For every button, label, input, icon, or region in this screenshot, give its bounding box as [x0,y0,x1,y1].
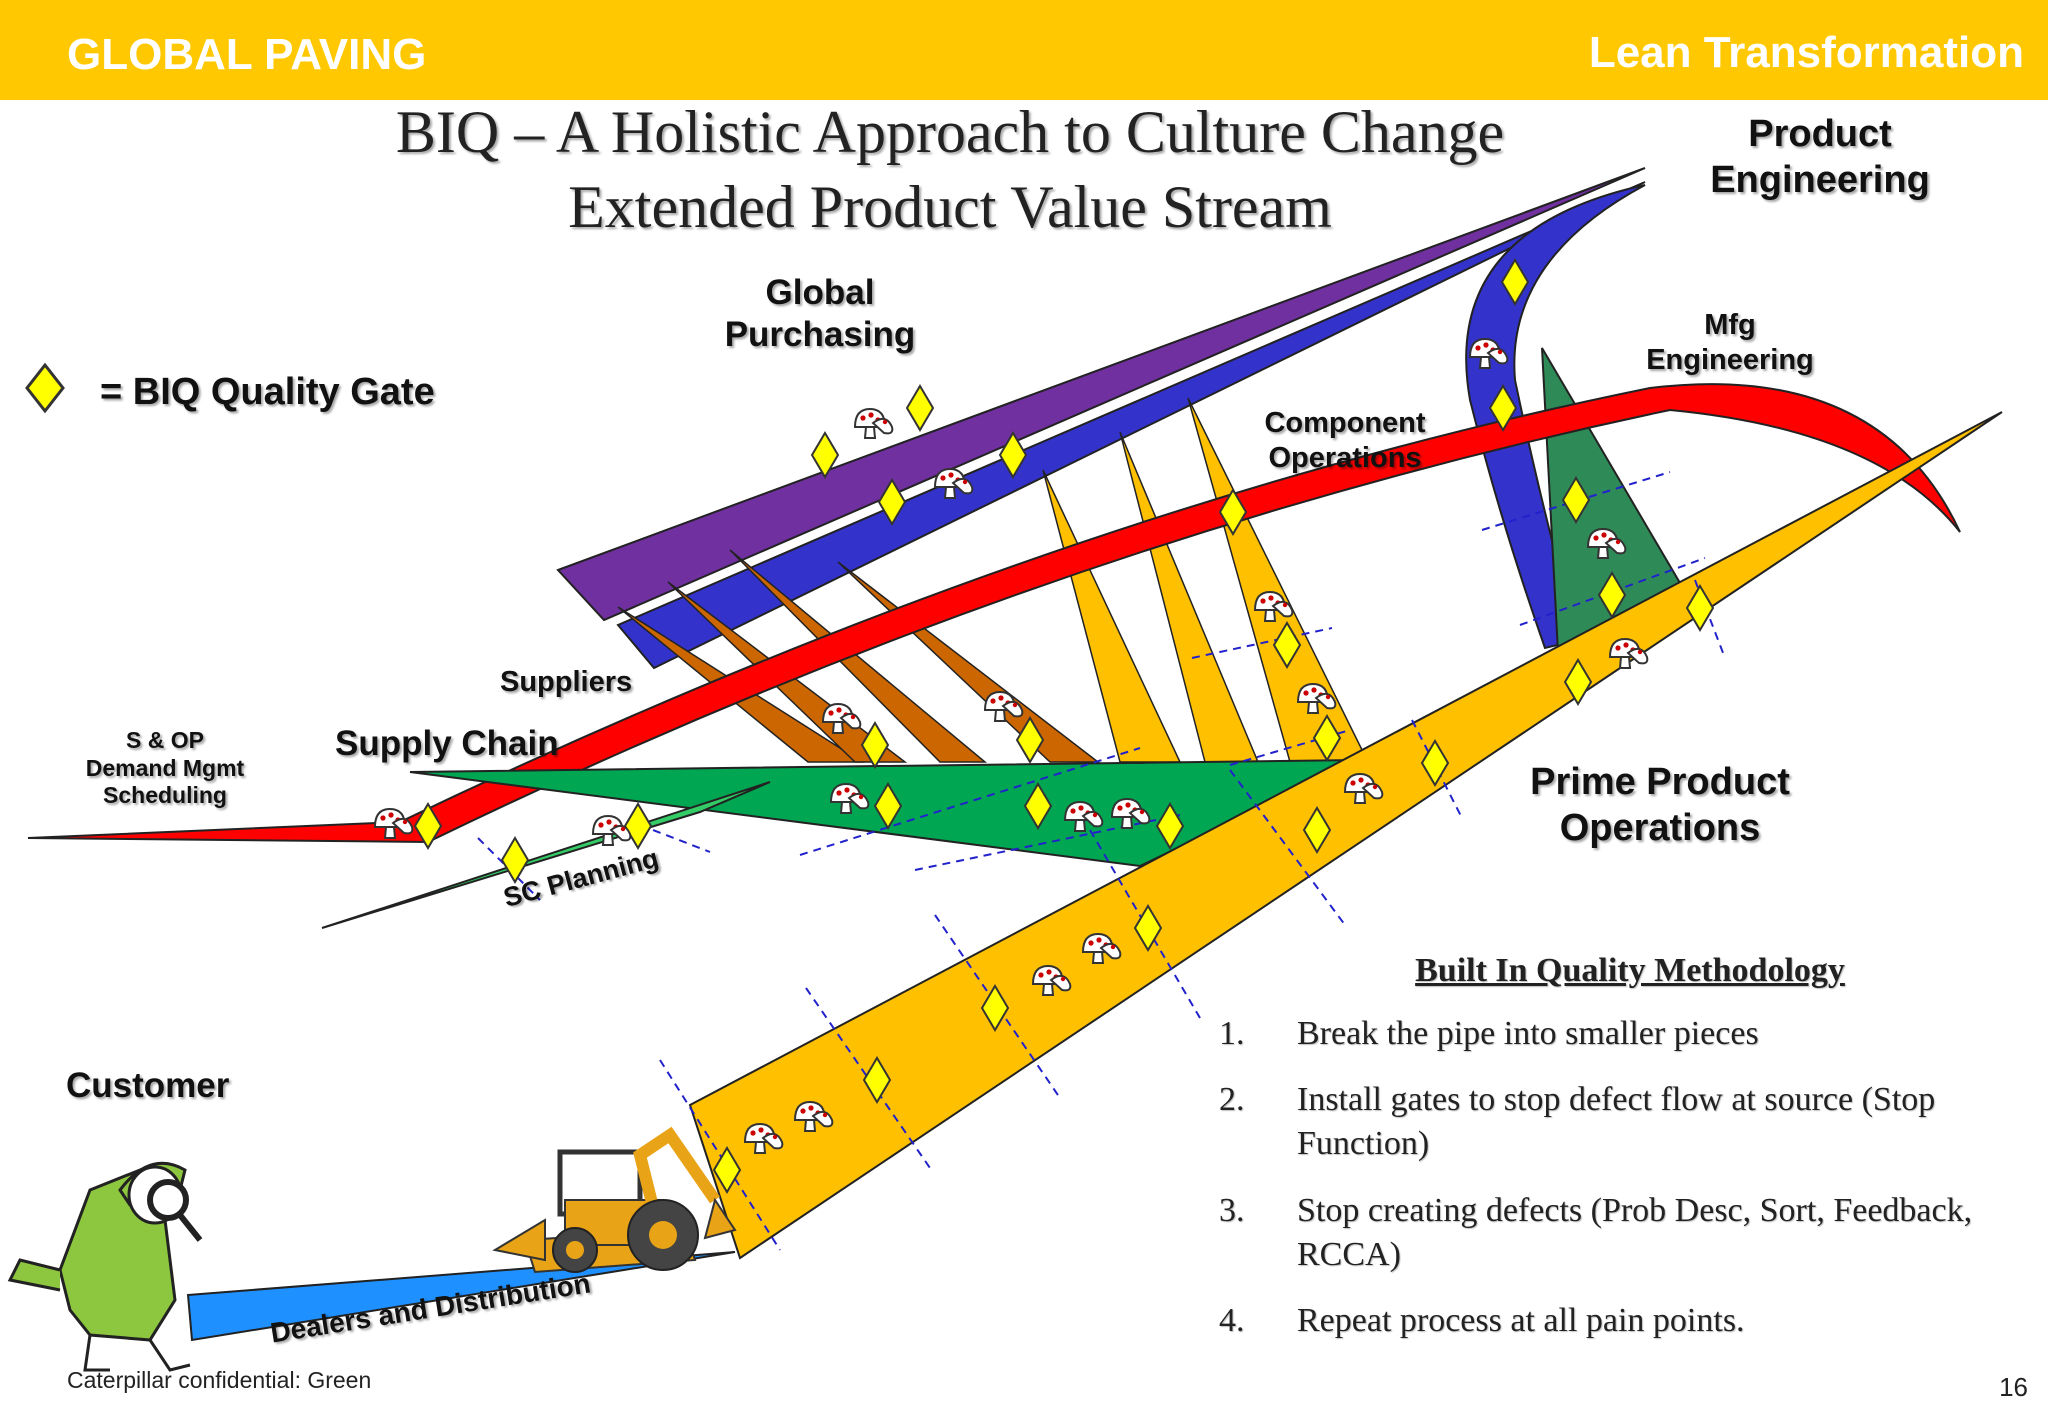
slide-subtitle: Extended Product Value Stream [568,174,1332,240]
sc-planning-stream [321,781,771,929]
mushroom-defect-icon [984,691,1024,722]
step-number: 2. [1219,1081,1245,1119]
step-text: Repeat process at all pain points. [1297,1301,1745,1339]
section-title: Lean Transformation [1588,28,2024,77]
page-number: 16 [1999,1372,2028,1402]
customer-label: Customer [66,1066,230,1105]
supply-chain-label: Supply Chain [335,724,559,763]
sop-stream [27,383,1961,844]
step-text: Stop creating defects (Prob Desc, Sort, … [1297,1191,1973,1273]
step-number: 3. [1219,1191,1245,1229]
step-text: Install gates to stop defect flow at sou… [1297,1081,1936,1163]
prime-product-stream [688,411,2003,1260]
slide-title: BIQ – A Holistic Approach to Culture Cha… [395,99,1505,165]
component-wedge [1042,469,1182,763]
methodology-step: 2. Install gates to stop defect flow at … [1215,1078,2025,1166]
quality-gate-diamond-icon [25,362,65,414]
product-engineering-swoosh [1465,184,1646,650]
customer-detective-icon [7,1161,203,1372]
methodology-step: 3. Stop creating defects (Prob Desc, Sor… [1215,1189,2025,1277]
biq-methodology: Built In Quality Methodology 1. Break th… [1215,952,2025,1365]
suppliers-label: Suppliers [500,666,633,698]
methodology-title: Built In Quality Methodology [1415,952,1845,989]
step-number: 4. [1219,1301,1245,1339]
header-bar [0,0,2048,100]
legend-label: = BIQ Quality Gate [100,371,435,413]
methodology-step: 4. Repeat process at all pain points. [1215,1299,2025,1343]
backhoe-loader-icon [492,1126,737,1274]
quality-gate-diamond-icon [624,803,652,849]
methodology-step: 1. Break the pipe into smaller pieces [1215,1012,2025,1056]
quality-gate-diamond-icon [906,385,934,431]
step-number: 1. [1219,1015,1245,1052]
step-text: Break the pipe into smaller pieces [1297,1015,1759,1052]
mushroom-defect-icon [854,408,894,439]
brand-name: GLOBAL PAVING [67,30,427,79]
confidential-notice: Caterpillar confidential: Green [67,1367,372,1393]
product-engineering-stream [616,181,1646,670]
dealers-stream [186,1251,736,1342]
global-purchasing-stream [556,167,1646,622]
